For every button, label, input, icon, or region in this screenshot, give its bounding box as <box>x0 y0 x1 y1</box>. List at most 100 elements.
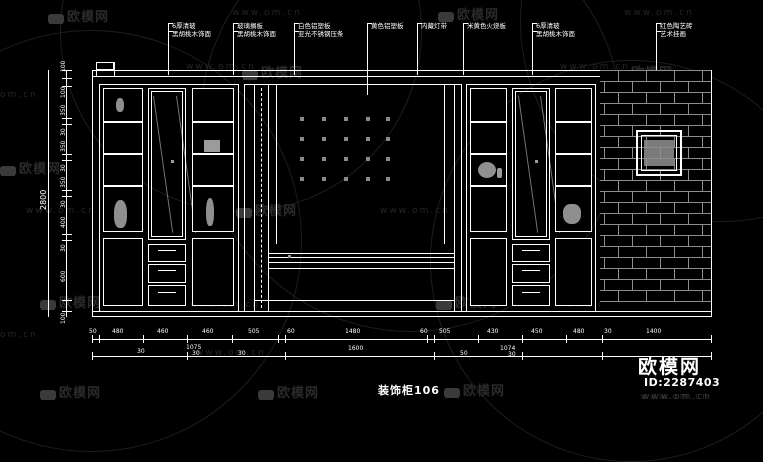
artwork-frame-outer[interactable] <box>636 130 682 176</box>
left-cabinet-door-lower[interactable] <box>103 238 143 306</box>
watermark-url: om.cn <box>0 90 38 100</box>
watermark-url: www.om.cn <box>196 348 266 358</box>
vdim-value: 350 <box>60 140 67 152</box>
hdim-tick <box>522 335 523 343</box>
hdim-tick <box>99 335 100 343</box>
drawer-pull <box>158 270 176 271</box>
center-base-line <box>254 300 454 301</box>
annotation-label-a3: 白色铝塑板亚光不锈钢压条 <box>298 22 344 38</box>
hdim-tick-2 <box>522 352 523 360</box>
center-counter-line <box>268 257 454 258</box>
vdim-extension-line-outer <box>48 70 49 317</box>
decor-small-1 <box>497 168 502 178</box>
vdim-tick <box>62 311 72 312</box>
hdim-value: 50 <box>89 328 97 335</box>
left-glass-door-inner <box>151 91 183 237</box>
right-glass-door-inner <box>515 91 547 237</box>
annotation-label-a2: 玻璃搁板黑胡桃木饰面 <box>237 22 276 38</box>
floor-line-2 <box>92 316 712 317</box>
hdim-value: 430 <box>487 328 499 335</box>
watermark-brand: 欧模网 <box>438 4 499 23</box>
left-drawer-1[interactable] <box>148 244 186 262</box>
hdim-value: 60 <box>420 328 428 335</box>
left-shelf-3[interactable] <box>103 154 143 186</box>
vdim-value: 30 <box>60 164 67 172</box>
hdim2-value: 30 <box>192 350 200 357</box>
left-drawer-2[interactable] <box>148 264 186 283</box>
right-shelf-1[interactable] <box>470 88 507 122</box>
watermark-url: www.om.cn <box>380 206 450 216</box>
left-drawer-3[interactable] <box>148 285 186 306</box>
vdim-tick <box>62 240 72 241</box>
right-drawer-1[interactable] <box>512 244 550 262</box>
annotation-hook-a3 <box>294 31 299 32</box>
hdim-tick <box>566 335 567 343</box>
watermark-brand: 欧模网 <box>0 158 61 177</box>
vdim-tick <box>62 118 72 119</box>
right-drawer-2[interactable] <box>512 264 550 283</box>
annotation-hook-a6 <box>463 23 468 24</box>
watermark-brand: 欧模网 <box>258 382 319 401</box>
decor-vase-3 <box>206 198 214 226</box>
hdim-value: 1400 <box>646 328 662 335</box>
left-shelf-2[interactable] <box>103 122 143 154</box>
annotation-label-a1: 6厚清玻黑胡桃木饰面 <box>172 22 211 38</box>
right-cabinet-frame[interactable] <box>466 84 596 312</box>
left-shelf-5[interactable] <box>192 88 234 122</box>
hdim-tick <box>711 335 712 343</box>
drawer-pull <box>522 270 540 271</box>
hdim-line-1 <box>92 339 712 340</box>
ceiling-detail-line <box>114 62 115 76</box>
vdim-tick <box>62 234 72 235</box>
right-cabinet-door-lower[interactable] <box>470 238 507 306</box>
counter-fixing-point <box>288 255 291 258</box>
vdim-value: 100 <box>60 60 67 72</box>
left-glass-door-cabinet[interactable] <box>148 88 186 240</box>
vdim-value: 30 <box>60 200 67 208</box>
annotation-label-a6: 米黄色火烧板 <box>467 22 506 30</box>
right-shelf-6[interactable] <box>555 122 592 154</box>
hdim-tick <box>92 335 93 343</box>
vdim-value: 400 <box>60 216 67 228</box>
annotation-leader-a2 <box>233 23 234 75</box>
right-shelf-2[interactable] <box>470 122 507 154</box>
watermark-url: www.om.cn <box>566 300 636 310</box>
left-cabinet-frame[interactable] <box>99 84 239 312</box>
left-shelf-7[interactable] <box>192 154 234 186</box>
left-cabinet-door-lower-2[interactable] <box>192 238 234 306</box>
drawing-title: 装饰柜106 <box>378 384 440 397</box>
right-shelf-4[interactable] <box>470 186 507 232</box>
hdim-value: 505 <box>439 328 451 335</box>
hdim-value: 460 <box>202 328 214 335</box>
vdim-value: 30 <box>60 244 67 252</box>
hdim-tick-2 <box>602 352 603 360</box>
hdim-value: 480 <box>573 328 585 335</box>
door-handle[interactable] <box>171 160 174 163</box>
right-shelf-5[interactable] <box>555 88 592 122</box>
ceiling-line <box>92 70 712 71</box>
vdim-tick <box>62 78 72 79</box>
watermark-url: www.om.cn <box>560 62 630 72</box>
hdim-line-2 <box>92 356 712 357</box>
decor-pot-1 <box>478 162 496 178</box>
right-shelf-7[interactable] <box>555 154 592 186</box>
hdim-tick-2 <box>187 352 188 360</box>
hdim2-value: 1600 <box>348 345 364 352</box>
annotation-hook-a1 <box>168 23 173 24</box>
vdim-value: 600 <box>60 270 67 282</box>
right-drawer-3[interactable] <box>512 285 550 306</box>
annotation-hook-a5 <box>417 23 422 24</box>
center-panel-joint <box>454 84 455 312</box>
hdim-tick <box>602 335 603 343</box>
hdim-value: 60 <box>287 328 295 335</box>
door-handle[interactable] <box>535 160 538 163</box>
hdim2-value: 30 <box>238 350 246 357</box>
vdim-tick <box>62 124 72 125</box>
vdim-extension-line <box>66 70 67 317</box>
right-glass-door-cabinet[interactable] <box>512 88 550 240</box>
vdim-value: 100 <box>60 86 67 98</box>
sofa-icon <box>40 390 56 400</box>
hdim-tick <box>278 335 279 343</box>
right-cabinet-door-lower-2[interactable] <box>555 238 592 306</box>
hdim-tick <box>478 335 479 343</box>
